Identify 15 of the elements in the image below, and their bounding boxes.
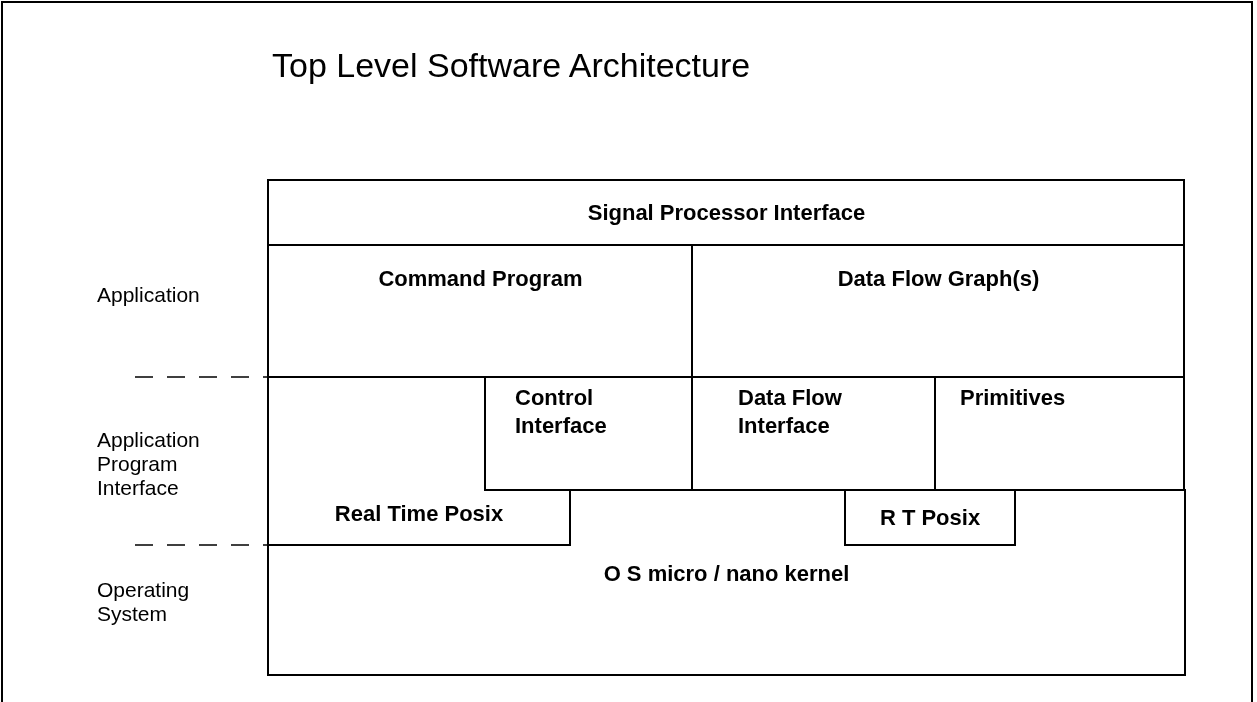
block-label: Command Program bbox=[377, 265, 584, 293]
block-label: Signal Processor Interface bbox=[586, 199, 867, 227]
block-label: Data Flow Graph(s) bbox=[836, 265, 1041, 293]
block-label: R T Posix bbox=[878, 504, 982, 532]
block-label: O S micro / nano kernel bbox=[602, 560, 851, 588]
layer-label: Application Program Interface bbox=[97, 428, 201, 500]
block-label: Real Time Posix bbox=[333, 500, 505, 528]
diagram-title: Top Level Software Architecture bbox=[272, 46, 751, 85]
architecture-block bbox=[268, 490, 1186, 676]
block-label: Control Interface bbox=[515, 384, 608, 440]
architecture-block bbox=[268, 180, 1185, 246]
layer-label: Application bbox=[97, 283, 201, 307]
layer-label: Operating System bbox=[97, 578, 191, 626]
block-label: Data Flow Interface bbox=[738, 384, 843, 440]
block-label: Primitives bbox=[960, 384, 1067, 412]
